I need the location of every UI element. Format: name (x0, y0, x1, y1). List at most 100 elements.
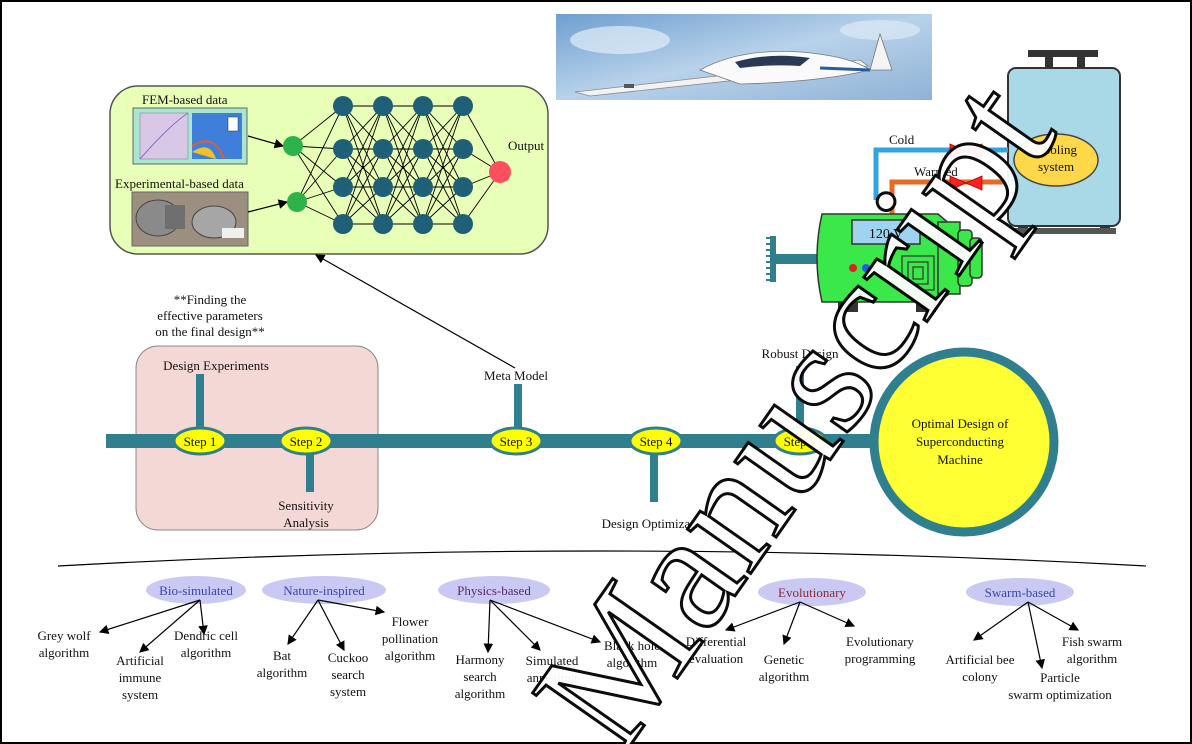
step-label: Step 3 (500, 434, 533, 449)
category-arrow (317, 599, 386, 616)
goal-label-line2: Superconducting (916, 434, 1005, 449)
superconducting-machine: 120 V (766, 213, 983, 312)
design-experiments-label: Design Experiments (163, 358, 269, 373)
warm-valve-icon (949, 175, 983, 191)
cooling-label-line1: Cooling (1035, 142, 1077, 157)
input-neuron (287, 192, 307, 212)
category-arrow (317, 599, 345, 652)
goal-label-line1: Optimal Design of (912, 416, 1009, 431)
hidden-neuron (413, 96, 433, 116)
fem-data-label: FEM-based data (142, 92, 228, 107)
category-badge (262, 576, 386, 604)
airplane-image (556, 14, 932, 100)
step-marker (628, 426, 684, 456)
category-arrow (1027, 601, 1045, 670)
hidden-neuron (373, 177, 393, 197)
section-divider (57, 550, 1147, 567)
hidden-neuron (413, 177, 433, 197)
step-label: Step 5 (784, 434, 817, 449)
category-arrow (287, 599, 319, 645)
fem-mesh-image (139, 112, 189, 160)
neural-network-panel: FEM-based data Experimental-based data (109, 85, 549, 255)
meta-model-arrow (314, 254, 516, 369)
cold-valve-icon (949, 143, 983, 159)
category-arrow (139, 599, 201, 653)
experimental-data-label: Experimental-based data (115, 176, 244, 191)
category-badge (758, 578, 866, 606)
category-arrow (489, 599, 541, 651)
hidden-neuron (373, 139, 393, 159)
step-label: Step 1 (184, 434, 217, 449)
category-label: Evolutionary (778, 585, 846, 600)
step-marker (772, 426, 828, 456)
category-arrow (98, 599, 201, 635)
step-marker (488, 426, 544, 456)
hidden-neuron (453, 139, 473, 159)
category-arrow (782, 601, 801, 646)
step-label: Step 4 (640, 434, 673, 449)
category-badge (966, 578, 1074, 606)
hidden-neuron (413, 214, 433, 234)
category-arrow (973, 601, 1029, 641)
category-arrow (483, 599, 494, 654)
step-marker (278, 426, 334, 456)
finding-note-line1: **Finding the (174, 292, 247, 307)
hidden-neuron (333, 139, 353, 159)
hidden-neuron (333, 96, 353, 116)
cooling-label-line2: system (1038, 159, 1074, 174)
hidden-neuron (333, 177, 353, 197)
hidden-neuron (453, 177, 473, 197)
goal-label-line3: Machine (937, 452, 983, 467)
sensitivity-label-line2: Analysis (283, 515, 329, 530)
hidden-neuron (333, 214, 353, 234)
category-arrow (724, 601, 801, 632)
finding-note-line3: on the final design** (155, 324, 264, 339)
hidden-neuron (413, 139, 433, 159)
category-label: Nature-inspired (283, 583, 365, 598)
cooling-system: Cooling system (1007, 50, 1121, 234)
sensitivity-label-line1: Sensitivity (278, 498, 334, 513)
finding-note-line2: effective parameters (157, 308, 263, 323)
category-label: Swarm-based (985, 585, 1056, 600)
coolant-pipes: Cold Warmed (873, 132, 1008, 214)
warmed-pipe-label: Warmed (914, 164, 958, 179)
category-arrow (489, 599, 602, 644)
optimal-design-circle (869, 347, 1059, 537)
category-arrow (799, 601, 856, 627)
category-label: Bio-simulated (159, 583, 233, 598)
category-badge (146, 576, 246, 604)
robust-design-label: Robust Design (762, 346, 839, 361)
step-marker (172, 426, 228, 456)
design-optimization-label: Design Optimization (602, 516, 711, 531)
voltage-label: 120 V (869, 227, 903, 242)
output-label: Output (508, 138, 545, 153)
category-arrow (1027, 601, 1080, 631)
category-arrow (198, 599, 208, 636)
cooling-system-badge (1013, 133, 1099, 187)
input-neuron (283, 136, 303, 156)
nn-neurons (283, 96, 511, 234)
category-badge (438, 576, 550, 604)
hidden-neuron (453, 214, 473, 234)
